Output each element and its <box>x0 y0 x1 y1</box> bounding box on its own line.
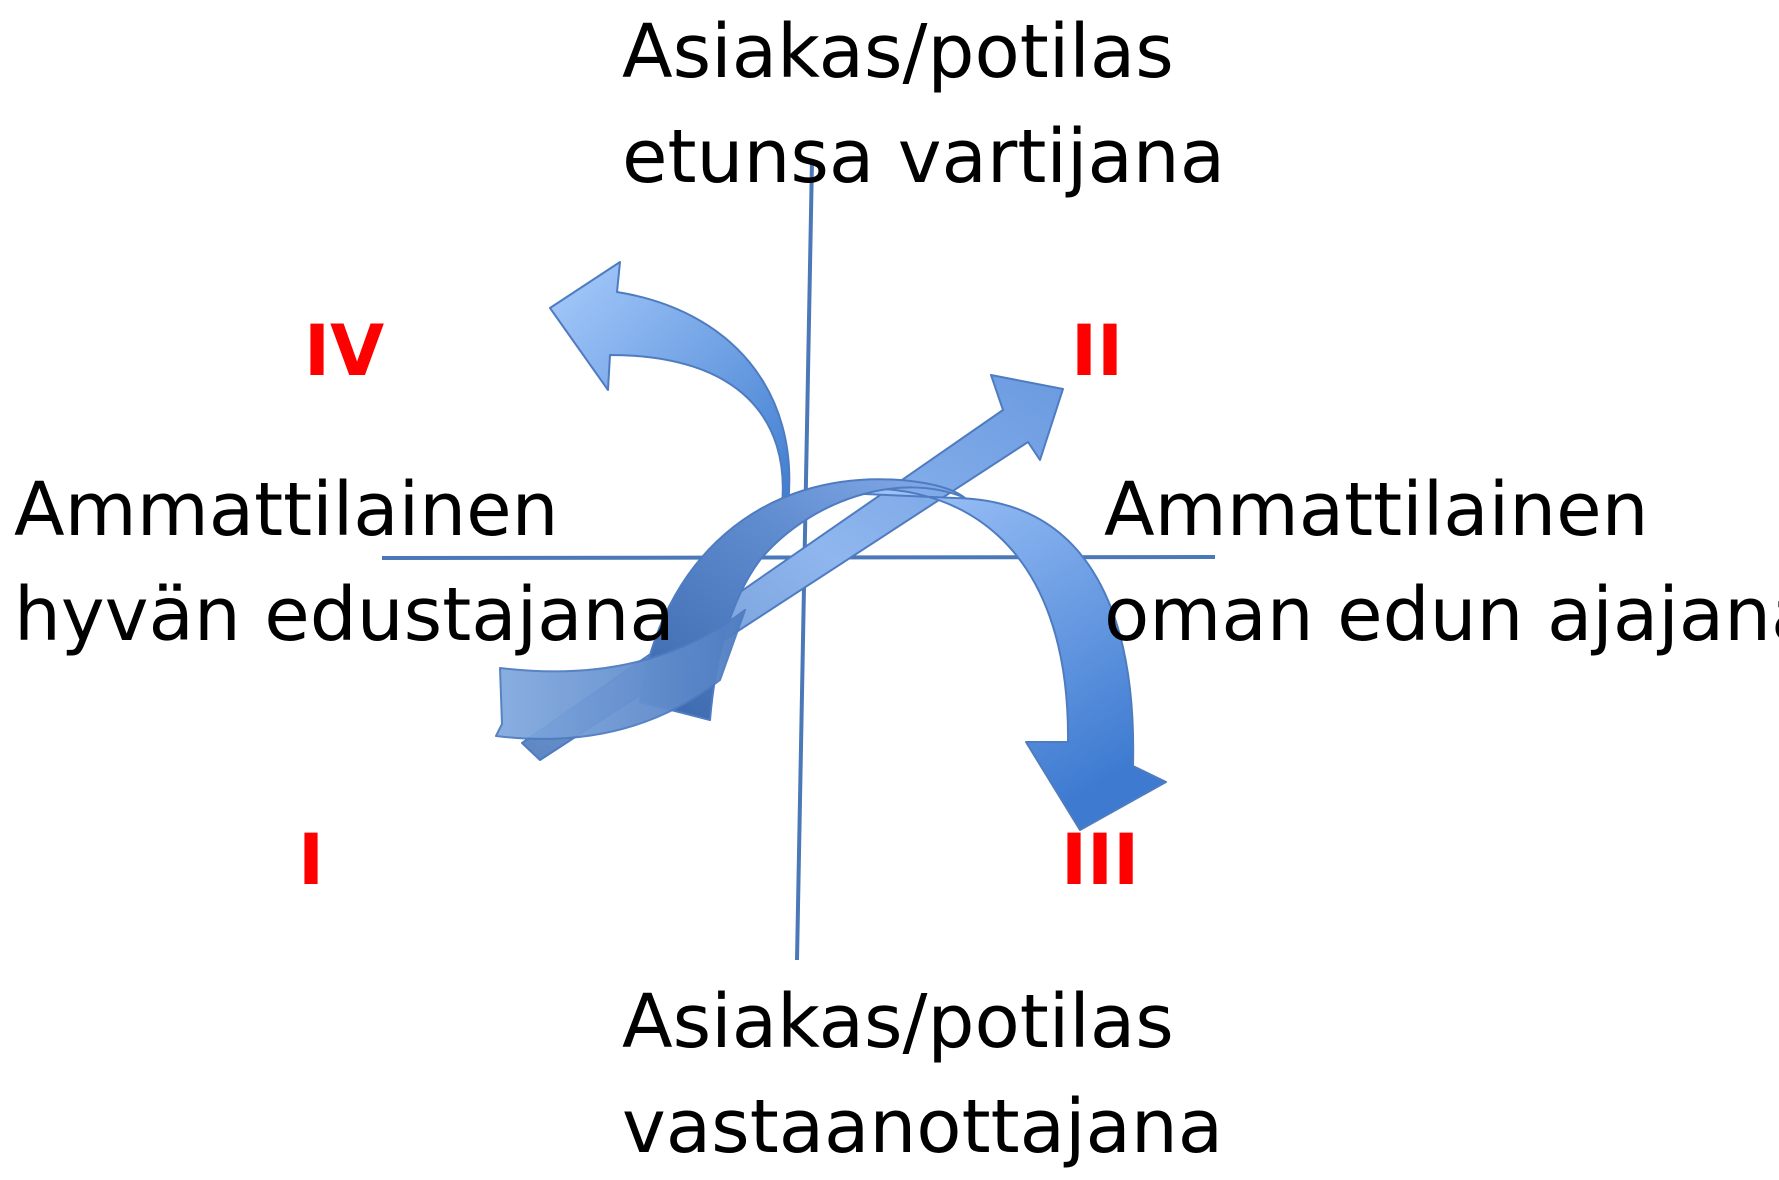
quadrant-label-iv: IV <box>304 310 385 392</box>
axis-label-bottom: Asiakas/potilas vastaanottajana <box>622 970 1223 1180</box>
axis-label-left: Ammattilainen hyvän edustajana <box>14 458 675 668</box>
arrow-to-quadrant-iv <box>549 261 791 506</box>
quadrant-label-i: I <box>298 819 325 901</box>
axis-label-top-line2: etunsa vartijana <box>622 114 1226 200</box>
quadrant-label-iii: III <box>1061 819 1140 901</box>
axis-label-left-line1: Ammattilainen <box>14 467 559 553</box>
axis-label-bottom-line1: Asiakas/potilas <box>622 979 1174 1065</box>
axis-label-bottom-line2: vastaanottajana <box>622 1084 1224 1170</box>
quadrant-label-ii: II <box>1071 310 1124 392</box>
swirl-tail-arrow <box>495 609 746 740</box>
arrow-to-quadrant-iii <box>819 487 1167 831</box>
axis-label-right-line1: Ammattilainen <box>1104 467 1649 553</box>
axis-label-top-line1: Asiakas/potilas <box>622 9 1174 95</box>
axis-label-left-line2: hyvän edustajana <box>14 572 675 658</box>
axis-label-right-line2: oman edun ajajana <box>1104 572 1779 658</box>
axis-label-right: Ammattilainen oman edun ajajana <box>1104 458 1779 668</box>
arch-arrow <box>639 478 966 721</box>
axis-label-top: Asiakas/potilas etunsa vartijana <box>622 0 1225 210</box>
